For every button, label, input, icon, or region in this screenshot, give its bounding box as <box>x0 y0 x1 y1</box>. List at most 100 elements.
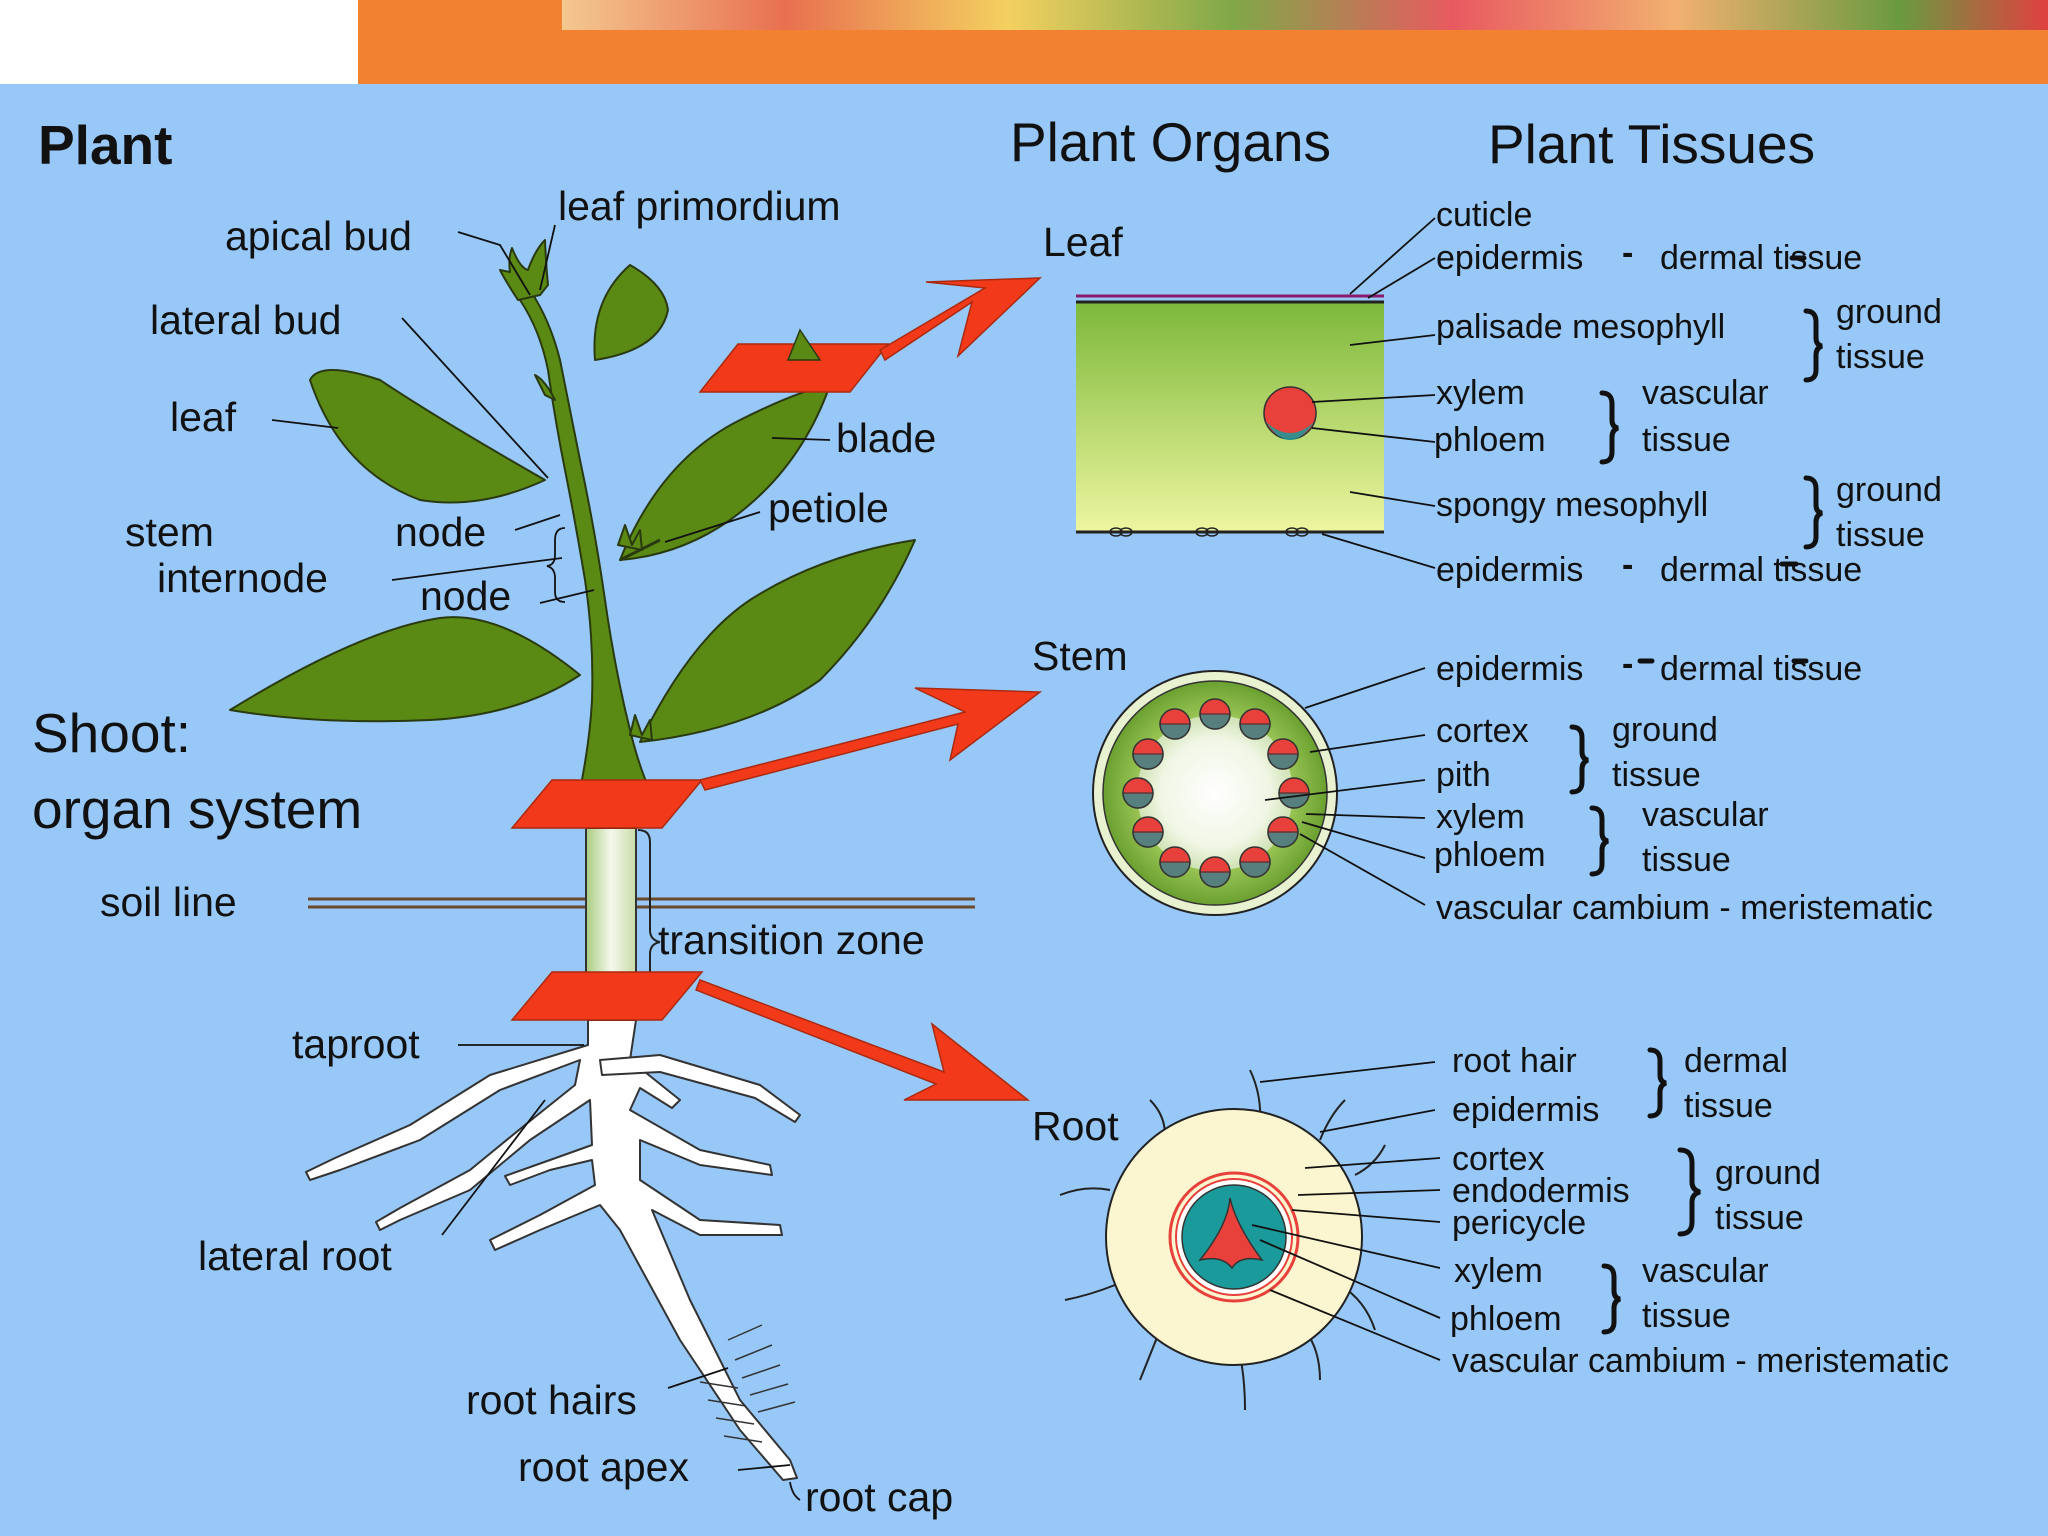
stem-tissue-cambium: vascular cambium - meristematic <box>1436 889 1933 927</box>
leaf-tissue-xylem: xylem <box>1436 374 1525 412</box>
node-bud-lower <box>629 714 653 741</box>
root-xylem <box>1198 1197 1264 1270</box>
root-tissue-root-hair: root hair <box>1452 1042 1577 1080</box>
label-node-lower: node <box>420 573 512 619</box>
leaf-tissue-dermal-top: dermal tissue <box>1660 239 1863 277</box>
stem-cross-section <box>1092 670 1338 916</box>
petiole-line <box>619 538 661 562</box>
stem-tissue-vascular-a: vascular <box>1642 796 1769 834</box>
node-bracket <box>546 527 566 603</box>
shoot-title-line1: Shoot: <box>32 702 192 764</box>
label-leaf-primordium: leaf primordium <box>558 183 841 229</box>
leaf-vein-phloem <box>1266 422 1314 440</box>
root-tissue-xylem: xylem <box>1454 1252 1543 1290</box>
stem-tissue-phloem: phloem <box>1434 836 1546 874</box>
label-taproot: taproot <box>292 1021 420 1067</box>
stem-vascular-bundles <box>1122 698 1310 888</box>
organ-title-stem: Stem <box>1032 633 1128 679</box>
leaf-tissue-epidermis-top: epidermis <box>1436 239 1584 277</box>
label-internode: internode <box>157 555 328 601</box>
taproot-graphic <box>305 1019 798 1481</box>
apical-bud-graphic <box>499 239 549 301</box>
stem-tissue-epidermis: epidermis <box>1436 650 1584 688</box>
leaf-graphic-upper-left <box>309 369 546 504</box>
organ-title-leaf: Leaf <box>1043 219 1123 265</box>
stem-tissue-pith: pith <box>1436 756 1491 794</box>
root-tissue-cortex: cortex <box>1452 1140 1545 1178</box>
label-leaf: leaf <box>170 394 237 440</box>
leaf-tissue-ground1-a: ground <box>1836 293 1942 331</box>
label-lateral-root: lateral root <box>198 1233 392 1279</box>
stem-pith <box>1137 715 1293 871</box>
leaf-pointer-lines <box>1311 217 1436 569</box>
label-lateral-bud: lateral bud <box>150 297 342 343</box>
leaf-section-tip <box>786 328 822 361</box>
section-planes <box>510 343 890 1021</box>
label-soil-line: soil line <box>100 879 237 925</box>
stem-arrow <box>698 687 1043 791</box>
label-node-upper: node <box>395 509 487 555</box>
leaf-tissue-ground1-b: tissue <box>1836 338 1925 376</box>
root-tissue-dermal-b: tissue <box>1684 1087 1773 1125</box>
plant-organs-title: Plant Organs <box>1010 111 1332 173</box>
leaf-tissue-palisade: palisade mesophyll <box>1436 308 1726 346</box>
organ-title-root: Root <box>1032 1103 1119 1149</box>
leaf-graphic-lower-left <box>229 616 581 723</box>
label-stem: stem <box>125 509 214 555</box>
root-hairs-graphic <box>699 1324 796 1443</box>
plant-title: Plant <box>38 114 173 176</box>
leaf-section-body <box>1076 302 1384 532</box>
root-pointer-lines <box>1251 1061 1441 1361</box>
stem-tissue-ground-a: ground <box>1612 711 1718 749</box>
root-tissue-epidermis: epidermis <box>1452 1091 1600 1129</box>
stem-tissue-dermal: dermal tissue <box>1660 650 1863 688</box>
root-tissue-vascular-a: vascular <box>1642 1252 1769 1290</box>
header-white-block <box>0 0 358 84</box>
leaf-section-plane <box>698 343 890 393</box>
root-endodermis <box>1168 1171 1300 1303</box>
plant-pointer-lines <box>271 224 831 1501</box>
leaf-tissue-ground2-a: ground <box>1836 471 1942 509</box>
root-tissue-cambium: vascular cambium - meristematic <box>1452 1342 1949 1380</box>
root-section-plane <box>510 971 704 1021</box>
label-root-cap: root cap <box>805 1474 954 1520</box>
stem-tissue-xylem: xylem <box>1436 798 1525 836</box>
lateral-root-branch <box>599 1054 801 1123</box>
leaf-tissue-vascular-b: tissue <box>1642 421 1731 459</box>
root-tissue-vascular-b: tissue <box>1642 1297 1731 1335</box>
header-flower-strip <box>562 0 2048 30</box>
root-arrow <box>695 979 1031 1101</box>
leaf-arrow <box>879 277 1042 362</box>
root-tissue-phloem: phloem <box>1450 1300 1562 1338</box>
label-transition-zone: transition zone <box>658 917 925 963</box>
label-apical-bud: apical bud <box>225 213 412 259</box>
node-bud-upper <box>617 524 643 551</box>
leaf-tissue-phloem: phloem <box>1434 421 1546 459</box>
leaf-tissue-dermal-bottom: dermal tissue <box>1660 551 1863 589</box>
root-tissue-dermal-a: dermal <box>1684 1042 1788 1080</box>
grouping-braces <box>1569 255 1823 1335</box>
lateral-bud-graphic <box>534 374 556 401</box>
shoot-title-line2: organ system <box>32 778 363 840</box>
stem-tissue-vascular-b: tissue <box>1642 841 1731 879</box>
leaf-graphic-lower-right <box>639 539 916 743</box>
leaf-tissue-epidermis-bottom: epidermis <box>1436 551 1584 589</box>
leaf-tissue-dash-bottom: - <box>1622 546 1634 584</box>
leaf-tissue-vascular-a: vascular <box>1642 374 1769 412</box>
leaf-cross-section <box>1076 294 1384 537</box>
plant-tissues-title: Plant Tissues <box>1488 113 1816 175</box>
leaf-graphic-upper-right <box>619 384 831 561</box>
stem-tissue-cortex: cortex <box>1436 712 1529 750</box>
leaf-graphic-primordium <box>593 264 669 361</box>
shoot-system <box>229 239 916 791</box>
label-root-hairs: root hairs <box>466 1377 637 1423</box>
root-tissue-endodermis: endodermis <box>1452 1172 1630 1210</box>
root-tissue-pericycle: pericycle <box>1452 1204 1587 1242</box>
stem-tissue-dash: - <box>1622 645 1634 683</box>
transition-zone-bracket <box>637 829 661 991</box>
leaf-tissue-spongy: spongy mesophyll <box>1436 486 1709 524</box>
label-petiole: petiole <box>768 485 889 531</box>
section-arrows <box>695 277 1043 1101</box>
